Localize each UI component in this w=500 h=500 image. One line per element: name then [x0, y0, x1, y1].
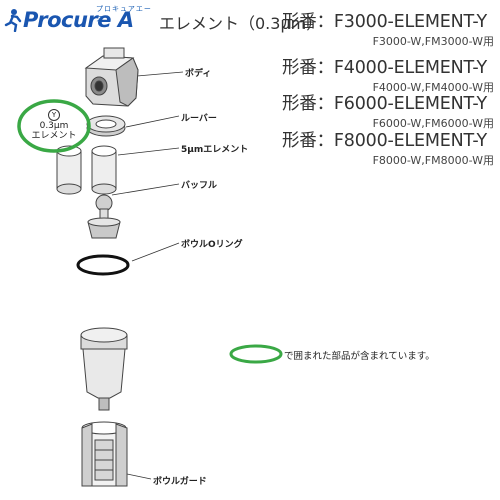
element-5um-part — [91, 145, 117, 195]
page-title: エレメント（0.3µm） — [159, 14, 323, 33]
element-03um-part — [56, 145, 82, 195]
logo: Procure A プロキュアエース — [3, 4, 158, 32]
highlight-marker: Y — [48, 109, 60, 121]
part-number-1-sub: F3000-W,FM3000-W用 — [372, 35, 494, 48]
highlight-ellipse — [17, 99, 91, 153]
highlight-label: Y 0.3µm エレメント — [30, 109, 78, 141]
part-number-3: 形番：F6000-ELEMENT-Y — [282, 94, 487, 114]
baffle-part — [87, 194, 121, 239]
highlight-line1: 0.3µm — [39, 121, 69, 131]
label-oring: ボウルOリング — [181, 240, 243, 250]
label-bowlguard: ボウルガード — [153, 477, 207, 487]
part-number-2: 形番：F4000-ELEMENT-Y — [282, 58, 487, 78]
highlight-line2: エレメント — [31, 131, 77, 141]
label-louver: ルーバー — [181, 114, 217, 124]
part-number-4: 形番：F8000-ELEMENT-Y — [282, 131, 487, 151]
legend-note: で囲まれた部品が含まれています。 — [284, 351, 435, 362]
bowl-part — [80, 327, 128, 411]
louver-part — [86, 115, 126, 137]
logo-kana: プロキュアエース — [96, 5, 152, 23]
part-number-4-sub: F8000-W,FM8000-W用 — [372, 154, 494, 167]
bowlguard-part — [81, 421, 128, 487]
body-part — [84, 47, 139, 107]
part-number-3-sub: F6000-W,FM6000-W用 — [372, 117, 494, 130]
logo-text: Procure A — [23, 8, 134, 32]
label-element5: 5µmエレメント — [181, 145, 249, 155]
part-number-1: 形番：F3000-ELEMENT-Y — [282, 12, 487, 32]
oring-part — [76, 254, 130, 276]
legend-ellipse — [229, 344, 283, 364]
label-baffle: バッフル — [181, 181, 218, 191]
label-body: ボディ — [185, 69, 212, 79]
person-running-icon — [4, 9, 22, 32]
part-number-2-sub: F4000-W,FM4000-W用 — [372, 81, 494, 94]
